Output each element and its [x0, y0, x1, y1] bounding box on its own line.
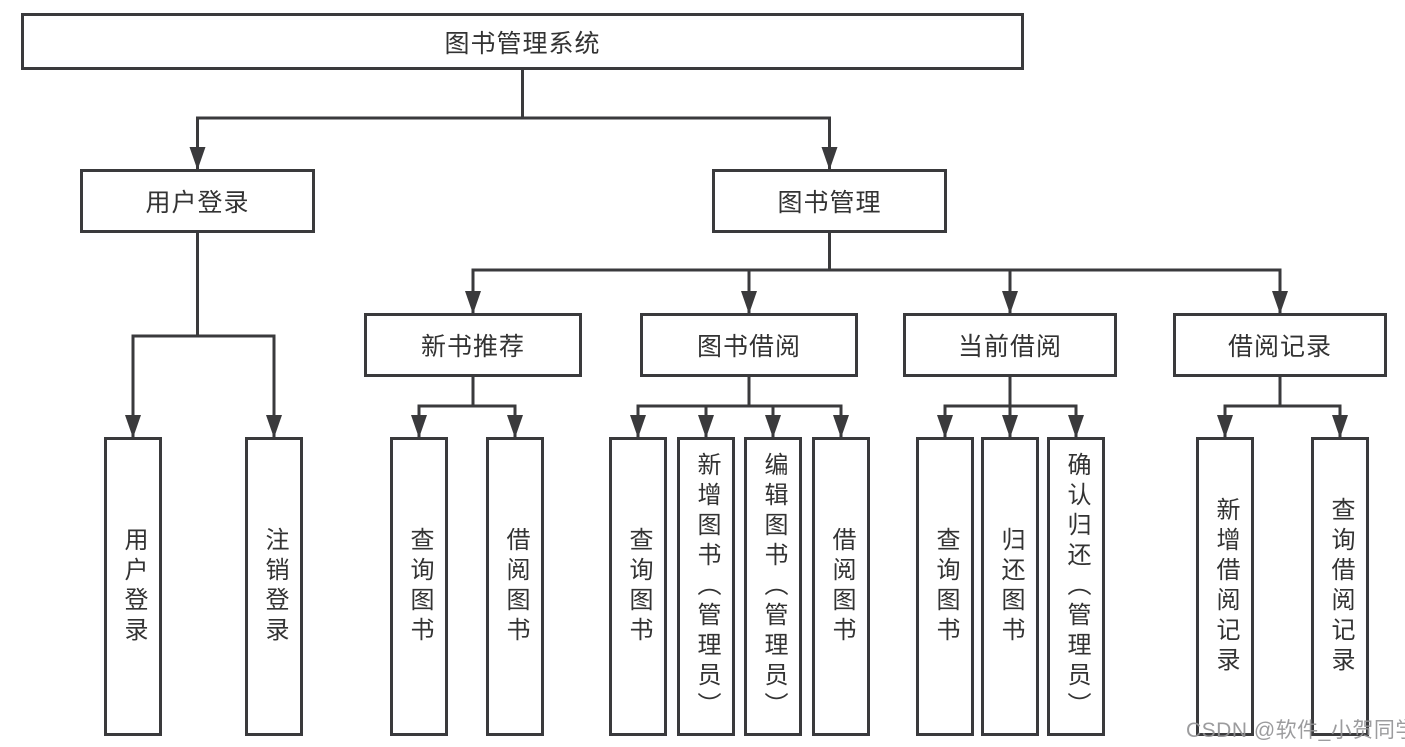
- node-label: 新增借阅记录: [1212, 496, 1239, 677]
- node-book-borrow: 图书借阅: [640, 313, 858, 377]
- node-leaf-rec-query: 查询图书: [390, 437, 448, 736]
- arrowhead-icon: [1002, 291, 1018, 314]
- arrowhead-icon: [266, 415, 282, 438]
- arrowhead-icon: [833, 415, 849, 438]
- node-leaf-cb-return: 归还图书: [981, 437, 1039, 736]
- node-label: 注销登录: [261, 526, 288, 647]
- node-leaf-bb-add: 新增图书（管理员）: [677, 437, 735, 736]
- arrowhead-icon: [1332, 415, 1348, 438]
- arrowhead-icon: [465, 291, 481, 314]
- node-label: 新增图书（管理员）: [693, 451, 720, 722]
- arrowhead-icon: [1217, 415, 1233, 438]
- node-label: 查询图书: [932, 526, 959, 647]
- node-label: 借阅图书: [502, 526, 529, 647]
- node-leaf-cb-query: 查询图书: [916, 437, 974, 736]
- node-leaf-bb-borrow: 借阅图书: [812, 437, 870, 736]
- node-leaf-bb-query: 查询图书: [609, 437, 667, 736]
- arrowhead-icon: [1002, 415, 1018, 438]
- node-label: 查询图书: [625, 526, 652, 647]
- arrowhead-icon: [189, 147, 206, 170]
- node-label: 图书管理系统: [444, 29, 601, 58]
- node-leaf-record-query: 查询借阅记录: [1311, 437, 1369, 736]
- arrowhead-icon: [937, 415, 953, 438]
- node-label: 归还图书: [997, 526, 1024, 647]
- node-book-mgmt: 图书管理: [712, 169, 947, 233]
- csdn-watermark: CSDN @软件_小贺同学: [1186, 719, 1405, 742]
- node-label: 新书推荐: [420, 333, 525, 361]
- arrowhead-icon: [698, 415, 714, 438]
- node-current-borrow: 当前借阅: [903, 313, 1117, 377]
- arrowhead-icon: [741, 291, 757, 314]
- node-leaf-user-login: 用户登录: [104, 437, 162, 736]
- node-label: 查询借阅记录: [1327, 496, 1354, 677]
- arrowhead-icon: [630, 415, 646, 438]
- node-label: 借阅图书: [828, 526, 855, 647]
- node-borrow-record: 借阅记录: [1173, 313, 1387, 377]
- arrowhead-icon: [411, 415, 427, 438]
- node-label: 用户登录: [145, 189, 250, 217]
- arrowhead-icon: [1068, 415, 1084, 438]
- node-user-login: 用户登录: [80, 169, 315, 233]
- node-label: 借阅记录: [1227, 333, 1332, 361]
- node-leaf-cb-confirm: 确认归还（管理员）: [1047, 437, 1105, 736]
- arrowhead-icon: [507, 415, 523, 438]
- node-label: 当前借阅: [957, 333, 1062, 361]
- node-label: 图书借阅: [696, 333, 801, 361]
- node-leaf-logout: 注销登录: [245, 437, 303, 736]
- node-label: 查询图书: [406, 526, 433, 647]
- arrowhead-icon: [125, 415, 141, 438]
- node-leaf-bb-edit: 编辑图书（管理员）: [744, 437, 802, 736]
- node-leaf-rec-borrow: 借阅图书: [486, 437, 544, 736]
- node-label: 编辑图书（管理员）: [760, 451, 787, 722]
- node-root: 图书管理系统: [21, 13, 1024, 70]
- arrowhead-icon: [765, 415, 781, 438]
- node-label: 图书管理: [777, 189, 882, 217]
- node-label: 用户登录: [120, 526, 147, 647]
- arrowhead-icon: [1272, 291, 1288, 314]
- arrowhead-icon: [821, 147, 838, 170]
- node-label: 确认归还（管理员）: [1063, 451, 1090, 722]
- node-leaf-record-add: 新增借阅记录: [1196, 437, 1254, 736]
- node-new-book-rec: 新书推荐: [364, 313, 582, 377]
